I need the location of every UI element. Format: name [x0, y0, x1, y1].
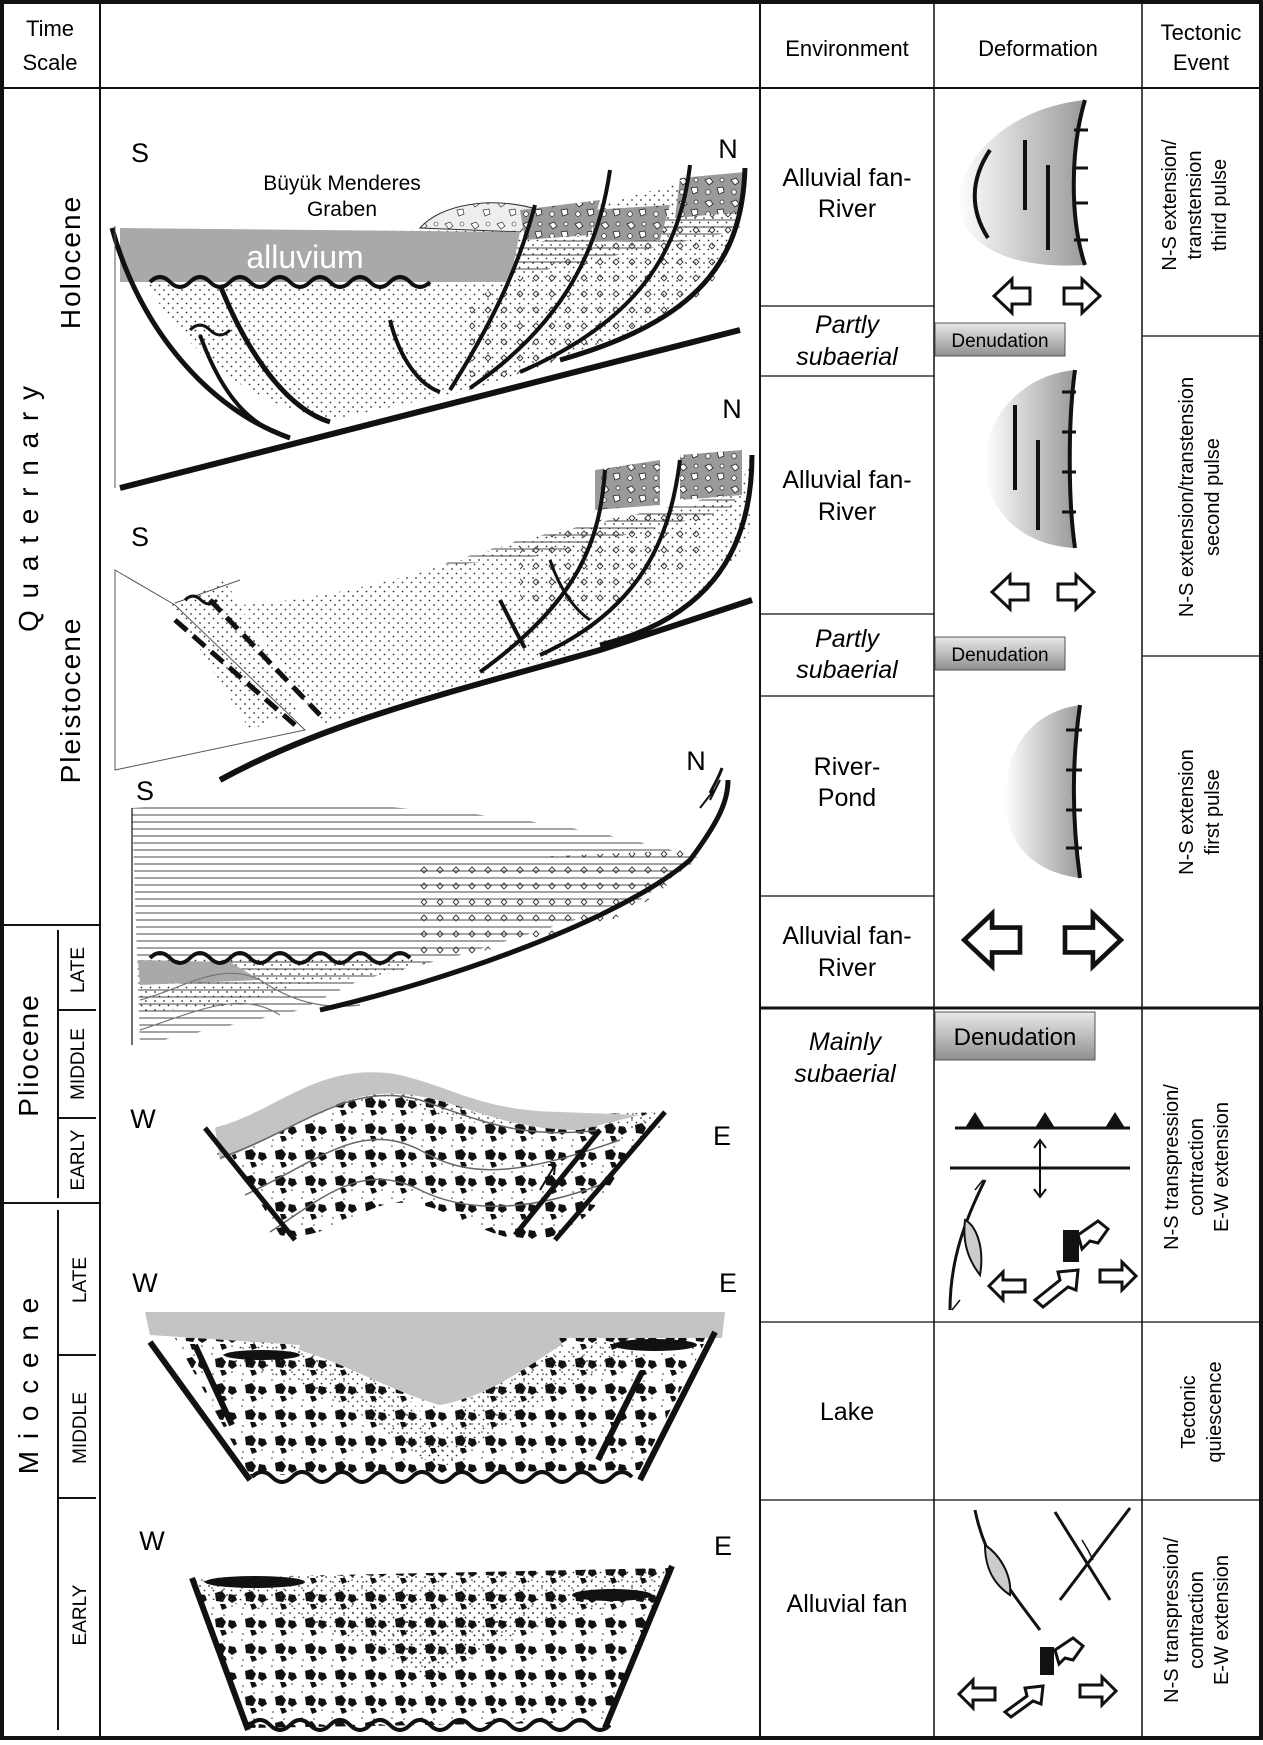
- tect-6-line-3: E-W extension: [1211, 1555, 1233, 1685]
- deformation-column: Denudation Denudation: [934, 99, 1139, 1719]
- tect-4-line-1: N-S transpression/: [1161, 1084, 1183, 1250]
- env-5-line-1: River-: [814, 753, 881, 781]
- arrow-right-icon: [1062, 277, 1102, 315]
- s6-left-label: W: [139, 1526, 165, 1556]
- denudation-bar-2: [934, 636, 1066, 671]
- header-tectonic-2: Event: [1173, 50, 1229, 75]
- cross-section-pleistocene: S N: [114, 394, 755, 783]
- time-scale-column: Q u a t e r n a r y Holocene Pleistocene…: [13, 195, 96, 1730]
- label-pliocene: Pliocene: [13, 993, 44, 1116]
- tect-6-line-2: contraction: [1186, 1571, 1208, 1669]
- label-pliocene-middle: MIDDLE: [68, 1028, 89, 1100]
- tect-1-line-1: N-S extension/: [1159, 139, 1181, 271]
- block-arrows-1: [986, 1219, 1139, 1309]
- label-quaternary: Q u a t e r n a r y: [13, 384, 44, 632]
- tect-6-line-1: N-S transpression/: [1161, 1537, 1183, 1703]
- denudation-2: Denudation: [951, 645, 1048, 666]
- env-4-line-2: subaerial: [796, 656, 899, 684]
- header-row: Time Scale Environment Deformation Tecto…: [22, 16, 1241, 75]
- tect-1-line-2: transtension: [1184, 151, 1206, 260]
- cross-section-miocene-early: W E: [139, 1526, 732, 1732]
- env-7-line-1: Mainly: [809, 1028, 883, 1056]
- header-tectonic-1: Tectonic: [1161, 20, 1242, 45]
- label-miocene: M i o c e n e: [13, 1296, 44, 1475]
- s4-left-label: W: [130, 1104, 156, 1134]
- tect-5-line-2: quiescence: [1204, 1361, 1226, 1462]
- label-holocene: Holocene: [55, 195, 86, 329]
- header-deformation: Deformation: [978, 36, 1098, 61]
- denudation-1: Denudation: [951, 331, 1048, 352]
- tect-3-line-2: first pulse: [1202, 769, 1224, 855]
- label-miocene-middle: MIDDLE: [70, 1392, 91, 1464]
- env-5-line-2: Pond: [818, 784, 876, 812]
- s3-right-label: N: [686, 746, 706, 776]
- denudation-bar-1: [934, 322, 1066, 357]
- denudation-3: Denudation: [954, 1024, 1077, 1051]
- arrow-right-icon: [1056, 573, 1096, 611]
- graben-symbol-1: [957, 99, 1102, 315]
- cross-section-pliocene-folded: W E: [130, 1072, 731, 1242]
- tectonic-column: N-S extension/ transtension third pulse …: [1159, 139, 1233, 1703]
- tect-4-line-2: contraction: [1186, 1118, 1208, 1216]
- strike-slip-symbol-1: [948, 1179, 987, 1311]
- env-4-line-1: Partly: [815, 625, 880, 653]
- arrow-left-icon: [992, 277, 1032, 315]
- s6-right-label: E: [714, 1531, 732, 1561]
- env-2-line-1: Partly: [815, 311, 880, 339]
- env-7-line-2: subaerial: [794, 1060, 897, 1088]
- strike-slip-symbol-2: [973, 1507, 1132, 1631]
- label-miocene-early: EARLY: [70, 1584, 91, 1645]
- tect-2-line-2: second pulse: [1202, 438, 1224, 556]
- graben-symbol-3: [964, 704, 1121, 967]
- tect-1-line-3: third pulse: [1209, 159, 1231, 251]
- tect-2-line-1: N-S extension/transtension: [1176, 377, 1198, 617]
- graben-symbol-2: [985, 369, 1096, 611]
- s3-left-label: S: [136, 776, 154, 806]
- environment-column: Alluvial fan- River Partly subaerial All…: [782, 164, 911, 1618]
- s1-left-label: S: [131, 138, 149, 168]
- tect-3-line-1: N-S extension: [1176, 749, 1198, 875]
- cross-section-holocene: alluvium S N Büyük Menderes Graben: [109, 134, 748, 491]
- label-pleistocene: Pleistocene: [55, 617, 86, 784]
- s5-right-label: E: [719, 1268, 737, 1298]
- env-8: Lake: [820, 1398, 874, 1426]
- env-9: Alluvial fan: [787, 1590, 908, 1618]
- graben-label-2: Graben: [307, 198, 377, 221]
- header-environment: Environment: [785, 36, 909, 61]
- env-6-line-2: River: [818, 954, 876, 982]
- header-time-scale-1: Time: [26, 16, 74, 41]
- cross-section-pliocene-late: S N: [131, 746, 731, 1045]
- denudation-bar-3: [934, 1011, 1096, 1061]
- env-3-line-1: Alluvial fan-: [782, 466, 911, 494]
- label-alluvium: alluvium: [246, 239, 363, 275]
- env-1-line-1: Alluvial fan-: [782, 164, 911, 192]
- arrow-left-icon: [990, 573, 1030, 611]
- tect-5-line-1: Tectonic: [1178, 1375, 1200, 1448]
- env-3-line-2: River: [818, 498, 876, 526]
- env-1-line-2: River: [818, 195, 876, 223]
- s5-left-label: W: [132, 1268, 158, 1298]
- arrow-right-icon: [1065, 914, 1121, 967]
- graben-label-1: Büyük Menderes: [263, 172, 421, 195]
- thrust-symbol: [950, 1112, 1130, 1199]
- label-miocene-late: LATE: [70, 1257, 91, 1303]
- block-arrows-2: [956, 1636, 1119, 1719]
- tect-4-line-3: E-W extension: [1211, 1102, 1233, 1232]
- label-pliocene-early: EARLY: [68, 1129, 89, 1190]
- env-6-line-1: Alluvial fan-: [782, 922, 911, 950]
- cross-section-miocene-middle: W E: [132, 1268, 737, 1484]
- s2-right-label: N: [722, 394, 742, 424]
- s4-right-label: E: [713, 1121, 731, 1151]
- env-2-line-2: subaerial: [796, 343, 899, 371]
- arrow-left-icon: [964, 914, 1020, 967]
- header-time-scale-2: Scale: [22, 50, 77, 75]
- s2-left-label: S: [131, 522, 149, 552]
- label-pliocene-late: LATE: [68, 947, 89, 993]
- s1-right-label: N: [718, 134, 738, 164]
